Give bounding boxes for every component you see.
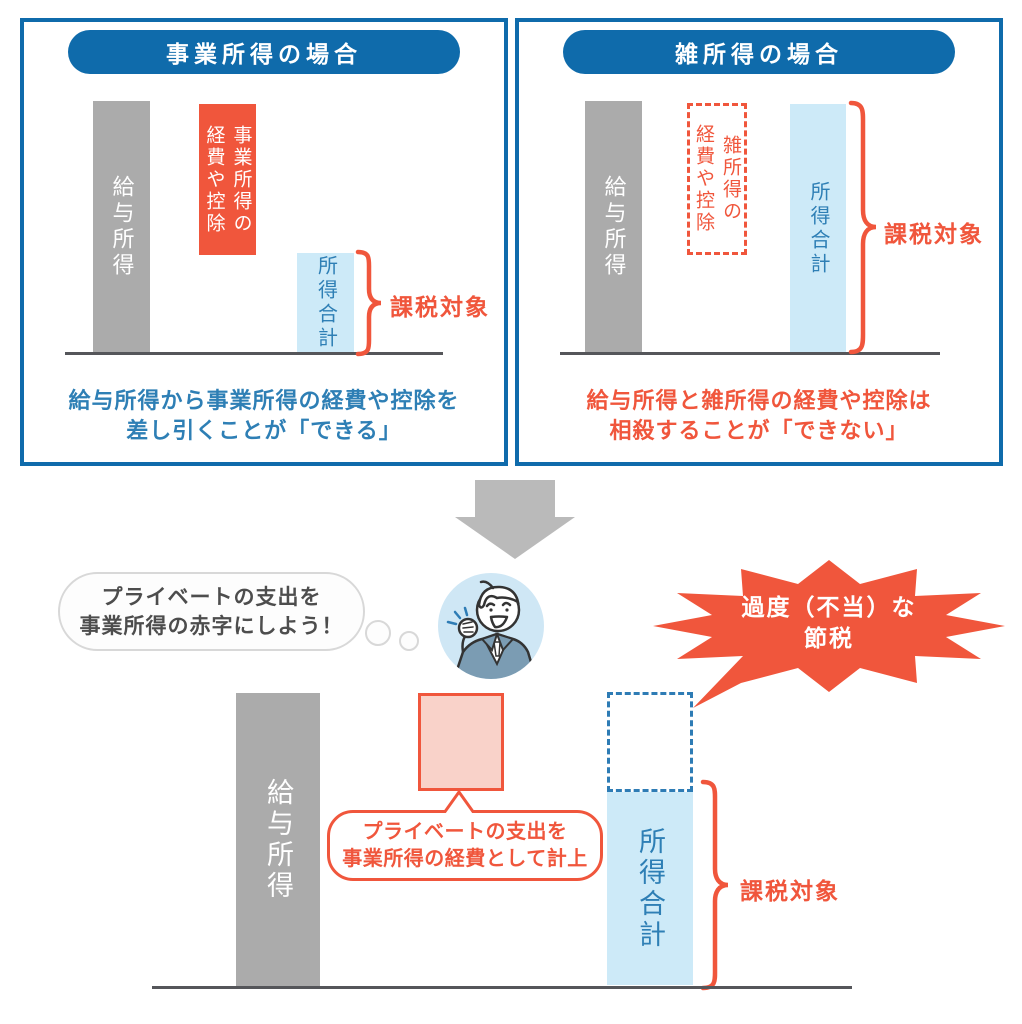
- misc-baseline: [560, 352, 940, 355]
- misc-expense-dashed-box: 雑所得の経費や控除: [687, 103, 747, 255]
- business-caption: 給与所得から事業所得の経費や控除を 差し引くことが「できる」: [28, 386, 500, 446]
- misc-caption: 給与所得と雑所得の経費や控除は 相殺することが「できない」: [523, 386, 995, 446]
- business-salary-bar-label: 給与所得: [109, 175, 135, 279]
- burst-line2: 節税: [804, 625, 854, 651]
- callout-line1: プライベートの支出を: [362, 820, 568, 843]
- thought-bubble: プライベートの支出を 事業所得の赤字にしよう！: [58, 572, 365, 651]
- thought-bubble-line1: プライベートの支出を: [101, 585, 322, 609]
- offset-deduction-dashed-box: [607, 692, 693, 792]
- business-expense-bar: 事業所得の経費や控除: [199, 104, 256, 255]
- excessive-tax-saving-burst: 過度（不当）な 節税: [648, 556, 1010, 714]
- panel-misc-title-pill: 雑所得の場合: [563, 30, 955, 74]
- business-caption-line1: 給与所得から事業所得の経費や控除を: [68, 388, 460, 413]
- misc-taxable-brace-icon: [848, 100, 877, 355]
- bottom-taxable-label: 課税対象: [740, 878, 840, 904]
- misc-expense-bar-label: 雑所得の経費や控除: [693, 124, 741, 234]
- panel-business-title-pill: 事業所得の場合: [68, 30, 460, 74]
- bottom-taxable-brace-icon: [700, 779, 729, 991]
- thought-dot-large: [365, 620, 391, 646]
- business-caption-line2: 差し引くことが「できる」: [126, 418, 402, 443]
- burst-text: 過度（不当）な 節税: [648, 592, 1010, 654]
- business-total-bar-label: 所得合計: [314, 255, 337, 351]
- business-baseline: [65, 352, 443, 355]
- business-total-bar: 所得合計: [297, 253, 354, 353]
- business-expense-bar-label: 事業所得の経費や控除: [203, 124, 252, 235]
- thought-bubble-line2: 事業所得の赤字にしよう！: [79, 614, 344, 638]
- misc-caption-line2: 相殺することが「できない」: [609, 418, 909, 443]
- thought-dot-small: [399, 631, 419, 651]
- callout-tail-icon: [443, 790, 475, 813]
- bottom-total-bar-label: 所得合計: [635, 826, 665, 951]
- bottom-salary-bar-label: 給与所得: [263, 778, 293, 902]
- burst-shape-icon: [653, 560, 1005, 708]
- business-salary-bar: 給与所得: [93, 101, 150, 353]
- misc-caption-line1: 給与所得と雑所得の経費や控除は: [586, 388, 932, 413]
- business-taxable-label: 課税対象: [390, 294, 490, 320]
- private-expense-box: [418, 693, 504, 791]
- bottom-salary-bar: 給与所得: [236, 693, 320, 987]
- misc-salary-bar-label: 給与所得: [601, 175, 627, 279]
- misc-taxable-label: 課税対象: [884, 221, 984, 247]
- expense-callout-bubble: プライベートの支出を 事業所得の経費として計上: [327, 810, 603, 881]
- misc-total-bar: 所得合計: [790, 104, 846, 353]
- down-arrow-icon: [455, 480, 575, 559]
- misc-total-bar-label: 所得合計: [807, 180, 829, 277]
- panel-misc-title: 雑所得の場合: [675, 41, 843, 67]
- business-taxable-brace-icon: [355, 249, 382, 357]
- person-avatar-icon: [438, 573, 544, 679]
- bottom-baseline: [152, 986, 852, 989]
- burst-line1: 過度（不当）な: [741, 594, 917, 620]
- panel-business-title: 事業所得の場合: [166, 41, 362, 67]
- misc-salary-bar: 給与所得: [585, 101, 642, 353]
- bottom-total-bar: 所得合計: [607, 792, 693, 985]
- panel-misc-income: 雑所得の場合: [515, 18, 1003, 466]
- callout-line2: 事業所得の経費として計上: [342, 847, 588, 870]
